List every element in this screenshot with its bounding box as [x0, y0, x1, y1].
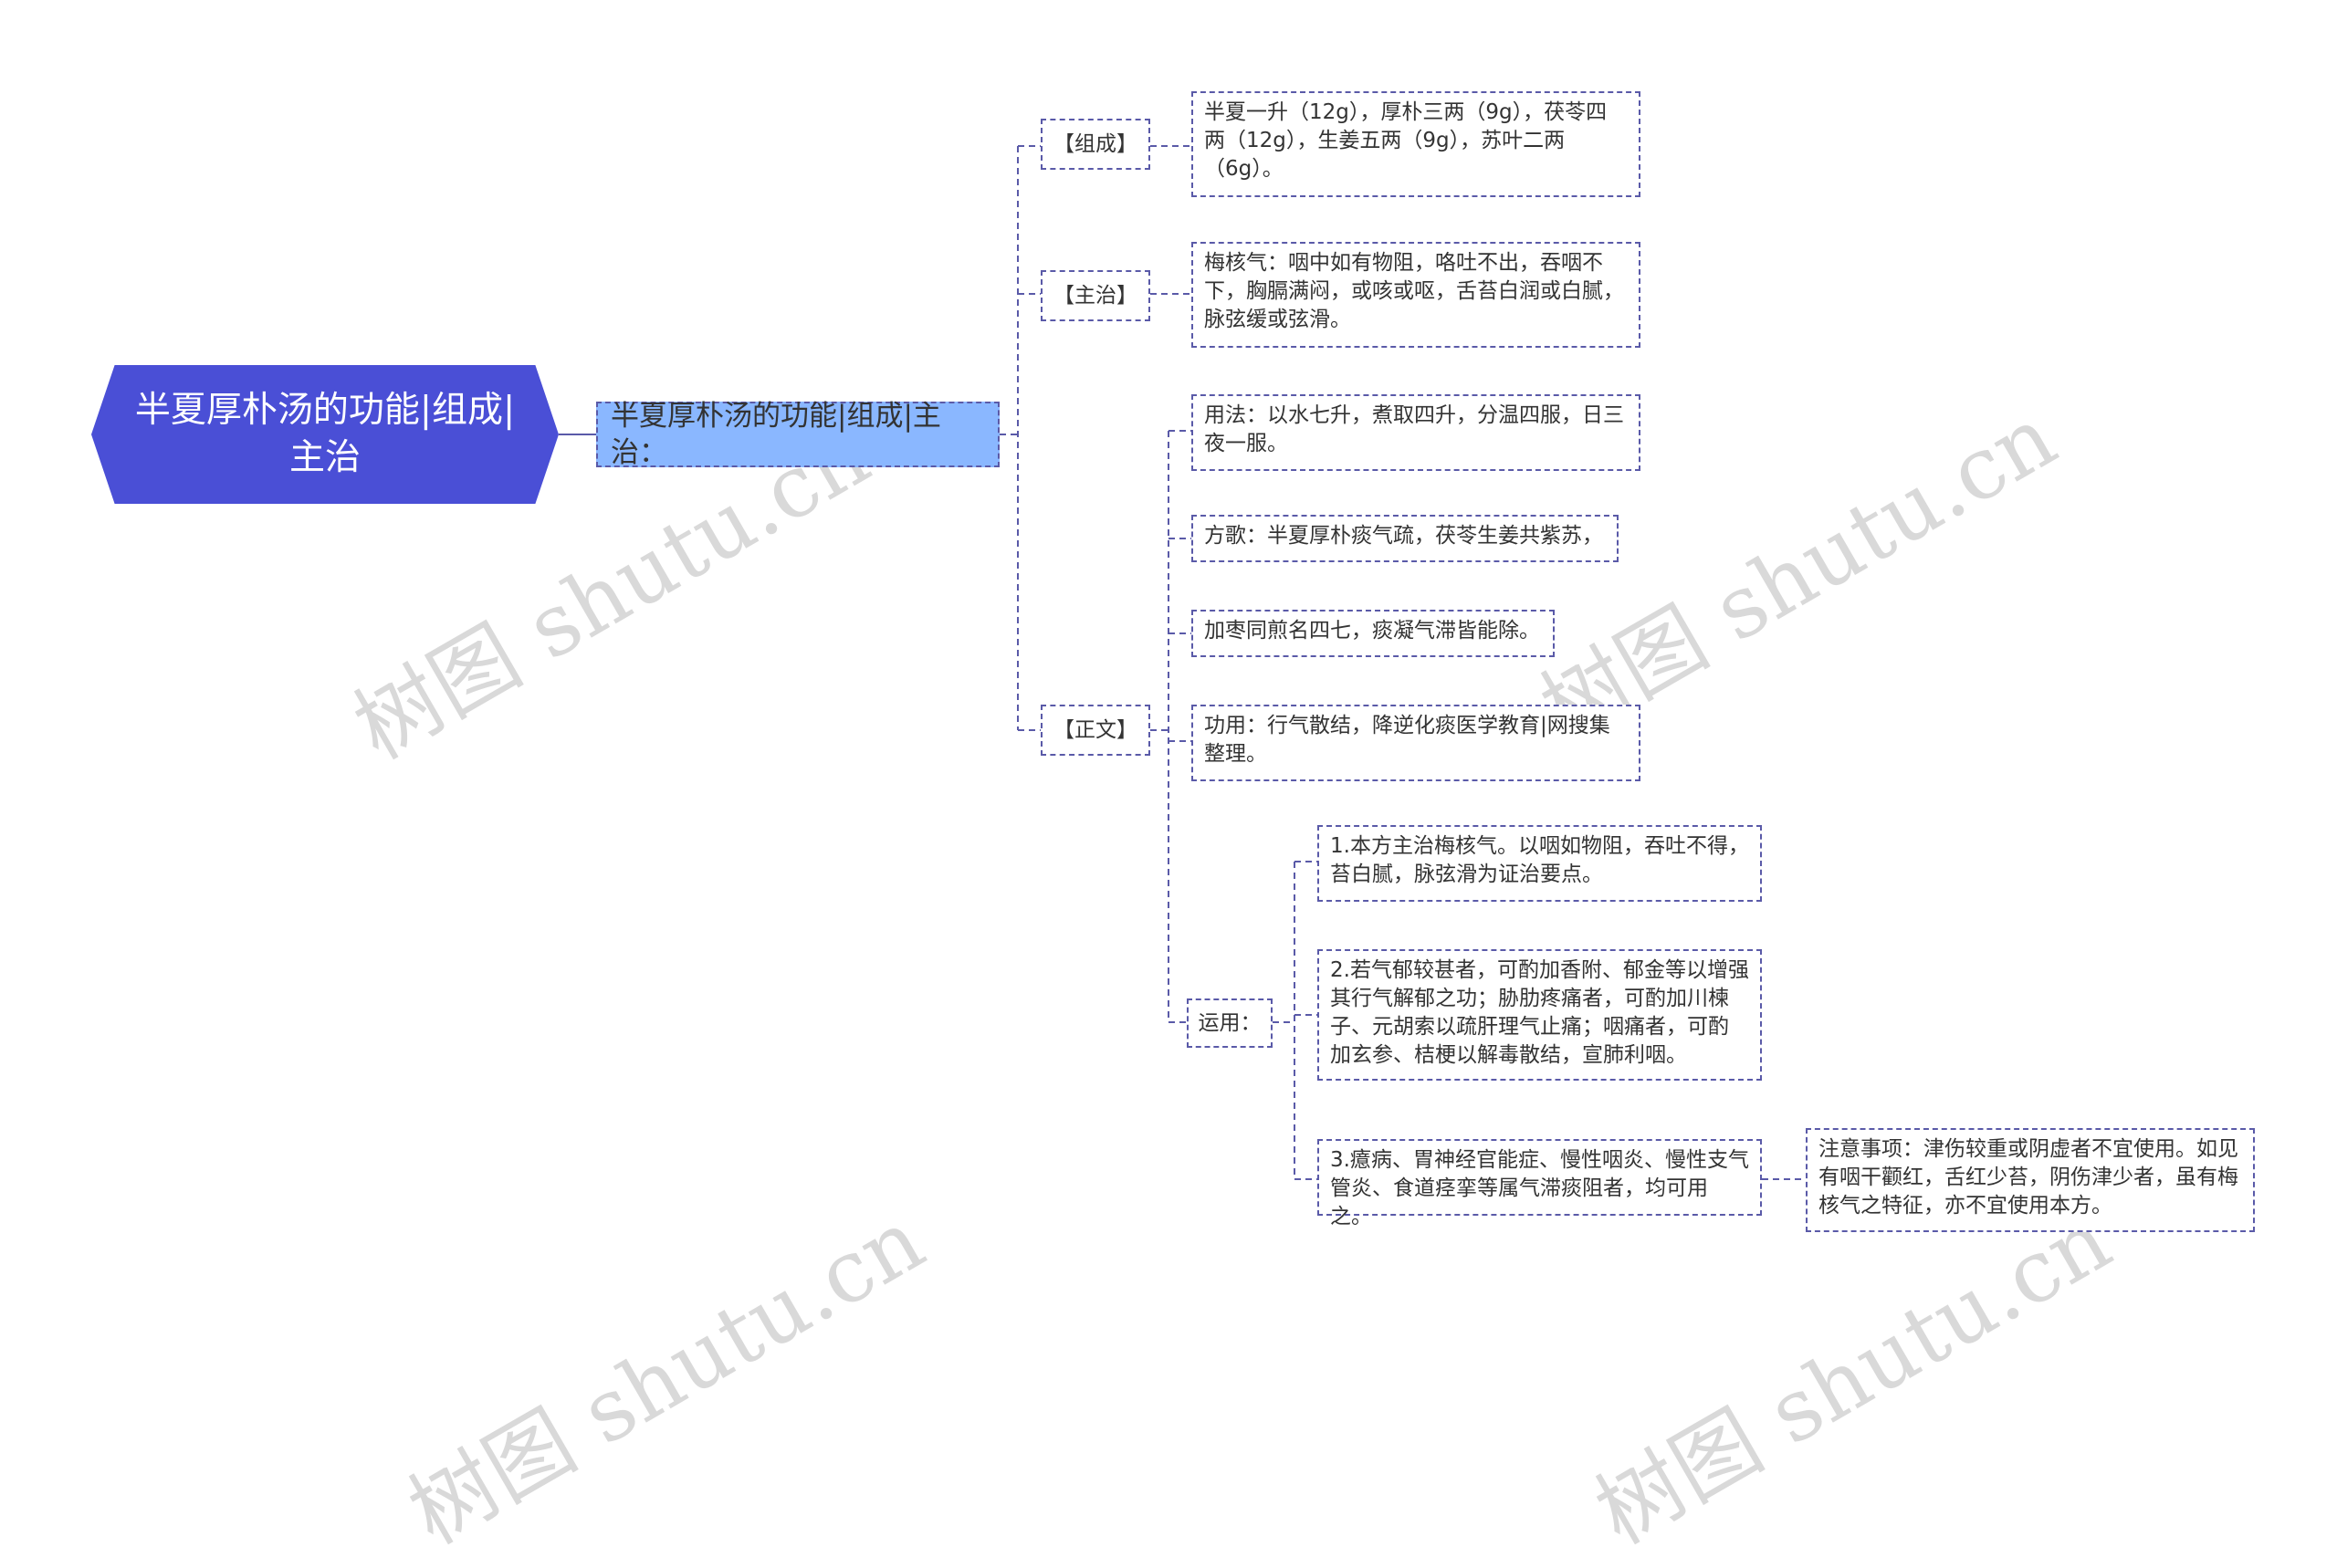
composition-label: 【组成】 [1053, 131, 1137, 156]
main-text-label: 【正文】 [1053, 717, 1137, 742]
song2-node[interactable]: 加枣同煎名四七，痰凝气滞皆能除。 [1191, 610, 1555, 657]
application-item-3-text: 3.癔病、胃神经官能症、慢性咽炎、慢性支气管炎、食道痉挛等属气滞痰阻者，均可用之… [1330, 1148, 1749, 1228]
application-item-1[interactable]: 1.本方主治梅核气。以咽如物阻，吞吐不得，苔白腻，脉弦滑为证治要点。 [1317, 825, 1762, 902]
composition-text: 半夏一升（12g），厚朴三两（9g），茯苓四两（12g），生姜五两（9g），苏叶… [1204, 100, 1608, 181]
function-node[interactable]: 功用：行气散结，降逆化痰医学教育|网搜集整理。 [1191, 705, 1640, 781]
root-title: 半夏厚朴汤的功能|组成|主治 [134, 390, 516, 478]
composition-content[interactable]: 半夏一升（12g），厚朴三两（9g），茯苓四两（12g），生姜五两（9g），苏叶… [1191, 91, 1640, 197]
application-item-1-text: 1.本方主治梅核气。以咽如物阻，吞吐不得，苔白腻，脉弦滑为证治要点。 [1330, 834, 1749, 886]
indications-text: 梅核气：咽中如有物阻，咯吐不出，吞咽不下，胸膈满闷，或咳或呕，舌苔白润或白腻，脉… [1204, 251, 1624, 331]
application-item-3[interactable]: 3.癔病、胃神经官能症、慢性咽炎、慢性支气管炎、食道痉挛等属气滞痰阻者，均可用之… [1317, 1139, 1762, 1228]
indications-content[interactable]: 梅核气：咽中如有物阻，咯吐不出，吞咽不下，胸膈满闷，或咳或呕，舌苔白润或白腻，脉… [1191, 242, 1640, 348]
song2-text: 加枣同煎名四七，痰凝气滞皆能除。 [1204, 619, 1540, 643]
caution-note[interactable]: 注意事项：津伤较重或阴虚者不宜使用。如见有咽干颧红，舌红少苔，阴伤津少者，虽有梅… [1806, 1128, 2255, 1232]
connector-lines [559, 145, 1806, 1180]
subtitle-text: 半夏厚朴汤的功能|组成|主治： [611, 400, 941, 469]
main-text-label-node[interactable]: 【正文】 [1041, 705, 1150, 756]
indications-label: 【主治】 [1053, 283, 1137, 308]
subtitle-node[interactable]: 半夏厚朴汤的功能|组成|主治： [596, 400, 1000, 469]
usage-node[interactable]: 用法：以水七升，煮取四升，分温四服，日三夜一服。 [1191, 394, 1640, 471]
function-text: 功用：行气散结，降逆化痰医学教育|网搜集整理。 [1204, 714, 1610, 766]
song-node[interactable]: 方歌：半夏厚朴痰气疏，茯苓生姜共紫苏， [1191, 515, 1619, 562]
application-label: 运用： [1198, 1010, 1262, 1035]
indications-label-node[interactable]: 【主治】 [1041, 270, 1150, 321]
composition-label-node[interactable]: 【组成】 [1041, 119, 1150, 170]
song-text: 方歌：半夏厚朴痰气疏，茯苓生姜共紫苏， [1204, 524, 1603, 548]
usage-text: 用法：以水七升，煮取四升，分温四服，日三夜一服。 [1204, 403, 1624, 455]
application-item-2[interactable]: 2.若气郁较甚者，可酌加香附、郁金等以增强其行气解郁之功；胁肋疼痛者，可酌加川楝… [1317, 949, 1762, 1081]
application-label-node[interactable]: 运用： [1187, 998, 1273, 1048]
root-node[interactable]: 半夏厚朴汤的功能|组成|主治 [91, 365, 559, 504]
application-item-2-text: 2.若气郁较甚者，可酌加香附、郁金等以增强其行气解郁之功；胁肋疼痛者，可酌加川楝… [1330, 958, 1749, 1067]
caution-note-text: 注意事项：津伤较重或阴虚者不宜使用。如见有咽干颧红，舌红少苔，阴伤津少者，虽有梅… [1818, 1137, 2238, 1218]
